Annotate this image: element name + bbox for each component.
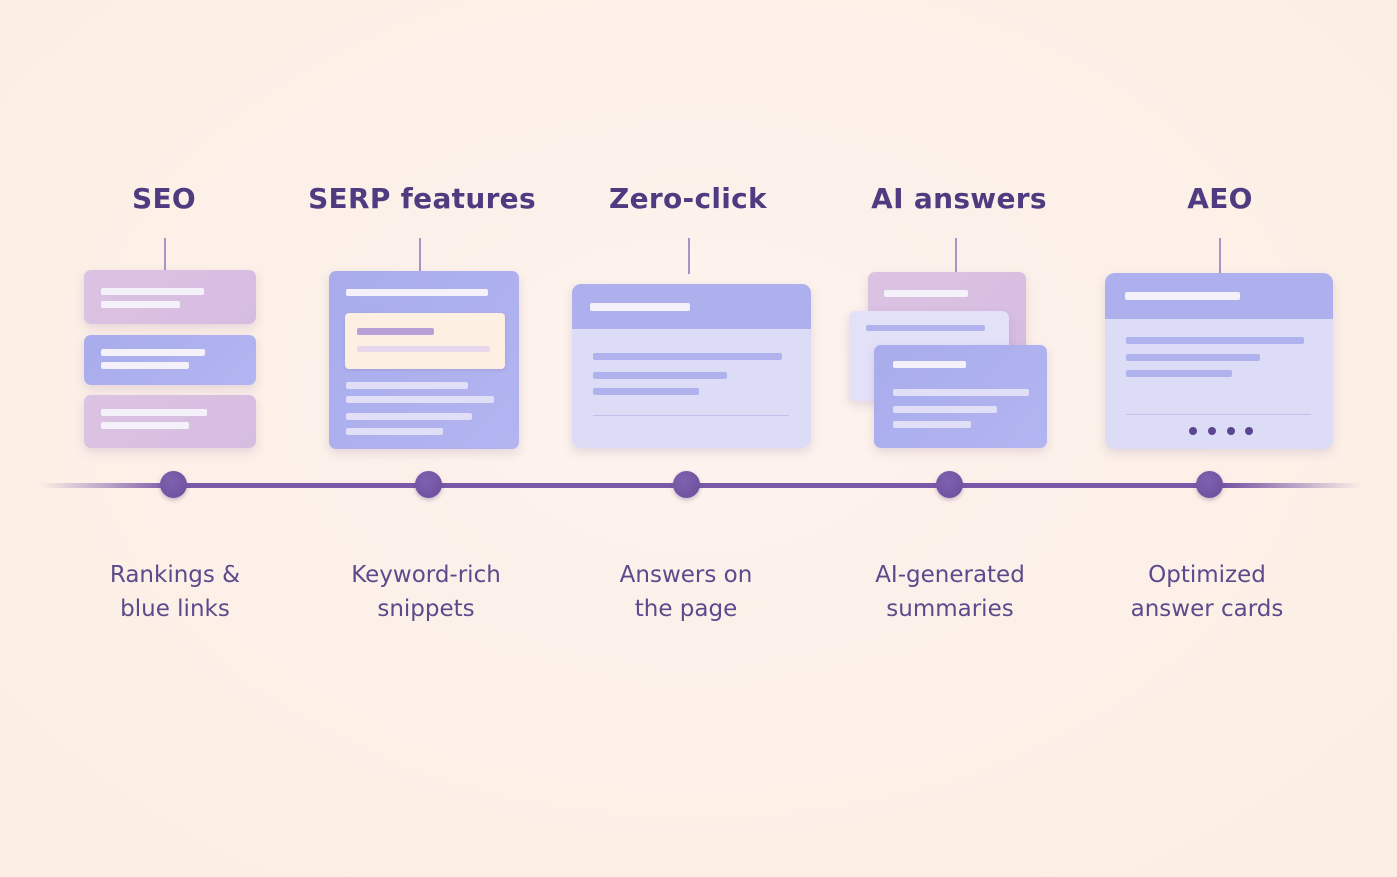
stage-title-seo: SEO bbox=[132, 182, 196, 215]
timeline-dot-ai-answers bbox=[936, 471, 963, 498]
caption-aeo: Optimized answer cards bbox=[1087, 558, 1327, 626]
caption-line: AI-generated bbox=[875, 562, 1025, 588]
aeo-answer-card-illustration bbox=[1105, 273, 1333, 449]
connector-line bbox=[1219, 238, 1221, 273]
search-result-card bbox=[84, 270, 256, 324]
caption-line: Rankings & bbox=[109, 562, 241, 588]
caption-line: Keyword-rich bbox=[351, 562, 501, 588]
caption-serp-features: Keyword-rich snippets bbox=[306, 558, 546, 626]
caption-line: snippets bbox=[377, 596, 475, 622]
stage-title-zero-click: Zero-click bbox=[609, 182, 767, 215]
caption-line: Optimized bbox=[1148, 562, 1266, 588]
caption-zero-click: Answers on the page bbox=[566, 558, 806, 626]
timeline-dot-seo bbox=[160, 471, 187, 498]
caption-line: summaries bbox=[886, 596, 1014, 622]
timeline-line bbox=[40, 483, 1362, 488]
caption-line: blue links bbox=[120, 596, 230, 622]
stage-title-serp-features: SERP features bbox=[308, 182, 536, 215]
caption-seo: Rankings & blue links bbox=[55, 558, 295, 626]
connector-line bbox=[688, 238, 690, 274]
caption-line: answer cards bbox=[1130, 596, 1284, 622]
connector-line bbox=[419, 238, 421, 271]
stage-title-aeo: AEO bbox=[1187, 182, 1253, 215]
connector-line bbox=[955, 238, 957, 272]
caption-ai-answers: AI-generated summaries bbox=[830, 558, 1070, 626]
featured-snippet-box bbox=[345, 313, 505, 369]
caption-line: Answers on bbox=[619, 562, 753, 588]
connector-line bbox=[164, 238, 166, 270]
serp-features-illustration bbox=[329, 271, 519, 449]
zero-click-illustration bbox=[572, 284, 811, 448]
timeline-dot-aeo bbox=[1196, 471, 1223, 498]
answer-card bbox=[874, 345, 1047, 448]
timeline-dot-serp-features bbox=[415, 471, 442, 498]
timeline-dot-zero-click bbox=[673, 471, 700, 498]
stage-title-ai-answers: AI answers bbox=[871, 182, 1047, 215]
caption-line: the page bbox=[634, 596, 738, 622]
search-result-card bbox=[84, 335, 256, 385]
search-result-card bbox=[84, 395, 256, 448]
